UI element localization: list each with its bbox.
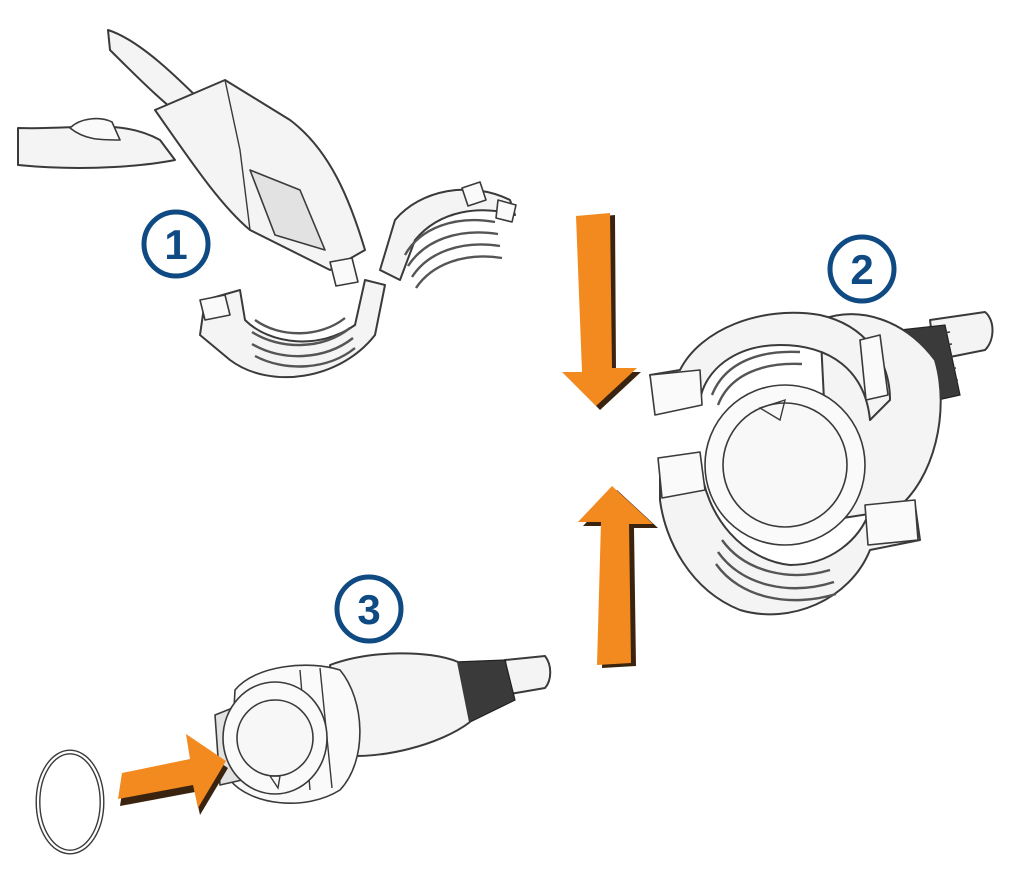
step-2-label: 2 [850, 246, 873, 293]
step3-cable-ribs [461, 667, 513, 707]
step-1-ring [141, 209, 211, 279]
step1-illustration [17, 29, 517, 379]
step-2-badge: 2 [827, 234, 897, 304]
arrow-down [562, 213, 641, 410]
lower-collar-threads [251, 317, 356, 368]
arrow-up [578, 486, 658, 668]
o-ring [35, 749, 105, 855]
step-3-ring [334, 574, 404, 644]
arrow-right [118, 734, 228, 815]
step-1-badge: 1 [141, 209, 211, 279]
step-1-label: 1 [164, 221, 187, 268]
step-3-badge: 3 [334, 574, 404, 644]
lower-ring-threads [715, 539, 837, 602]
upper-ring-threads [710, 350, 803, 406]
step-2-ring [827, 234, 897, 304]
step2-illustration [649, 311, 994, 616]
upper-collar-threads [403, 218, 503, 289]
step-3-label: 3 [357, 586, 380, 633]
step3-illustration [214, 652, 552, 804]
